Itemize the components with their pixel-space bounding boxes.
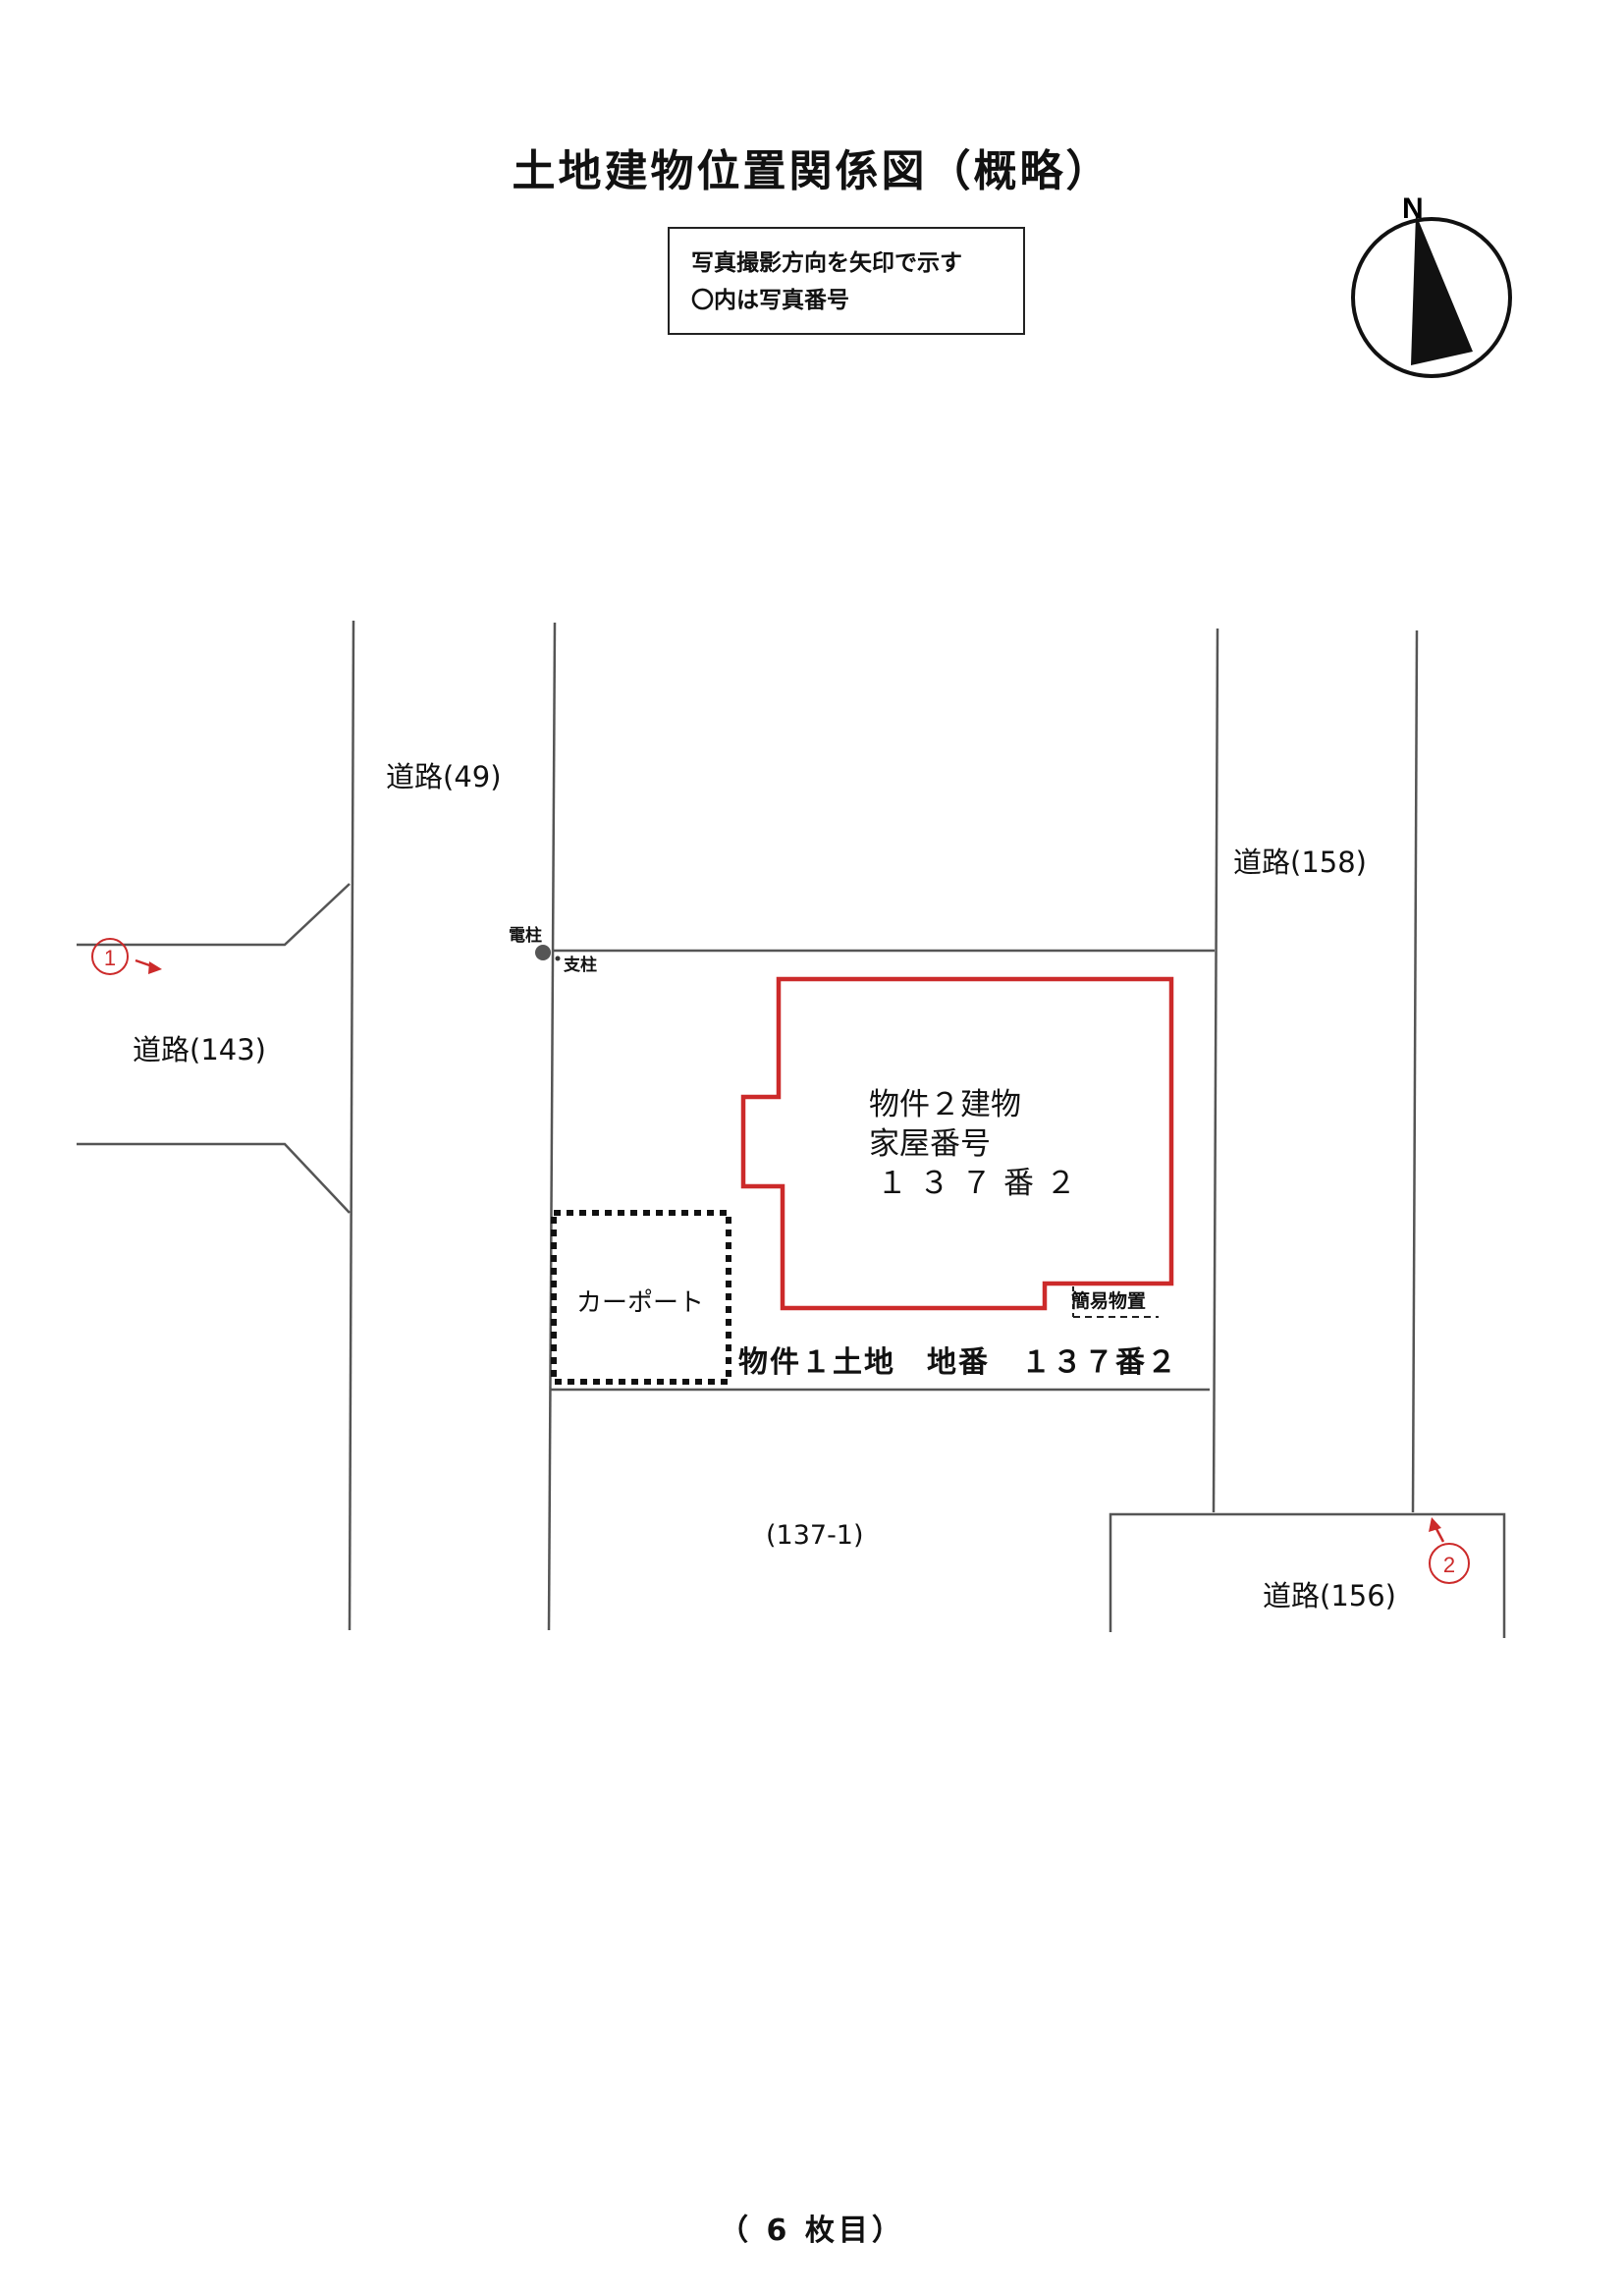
carport-label: カーポート xyxy=(576,1288,705,1318)
house-number-caption: 家屋番号 xyxy=(869,1126,991,1162)
north-arrow-icon: N xyxy=(1351,192,1512,378)
legend-line-direction: 写真撮影方向を矢印で示す xyxy=(691,250,962,276)
photo-marker-1: 1 xyxy=(91,938,162,975)
arrow-icon xyxy=(148,961,162,974)
road-49-label: 道路(49) xyxy=(386,760,502,793)
utility-pole-label: 電柱 xyxy=(509,926,542,946)
neighbor-lot-label: (137-1) xyxy=(766,1520,864,1551)
shed-label: 簡易物置 xyxy=(1071,1290,1147,1312)
utility-pole-icon xyxy=(535,945,561,961)
page-number: （ 6 枚目） xyxy=(719,2214,905,2248)
land-lot-label: 物件１土地 地番 １３７番２ xyxy=(738,1345,1178,1380)
north-label: N xyxy=(1402,192,1424,225)
road-143-label: 道路(143) xyxy=(133,1033,266,1066)
page-title: 土地建物位置関係図（概略） xyxy=(512,146,1112,196)
building-outline xyxy=(740,976,1174,1311)
photo-legend-box: 写真撮影方向を矢印で示す 〇内は写真番号 xyxy=(668,227,1025,335)
house-number: １３７番２ xyxy=(877,1166,1088,1201)
road-156-label: 道路(156) xyxy=(1263,1579,1396,1613)
building-name: 物件２建物 xyxy=(869,1087,1021,1122)
building-label: 物件２建物 家屋番号 １３７番２ xyxy=(869,1085,1088,1203)
photo-number-1: 1 xyxy=(104,946,116,970)
carport-outline xyxy=(551,1210,731,1385)
road-158-label: 道路(158) xyxy=(1233,846,1367,879)
support-pole-label: 支柱 xyxy=(564,956,597,975)
legend-line-number: 〇内は写真番号 xyxy=(691,288,849,313)
arrow-icon xyxy=(1429,1517,1441,1532)
photo-number-2: 2 xyxy=(1443,1553,1455,1577)
photo-marker-2: 2 xyxy=(1429,1517,1470,1584)
road-lines xyxy=(77,620,1506,1638)
